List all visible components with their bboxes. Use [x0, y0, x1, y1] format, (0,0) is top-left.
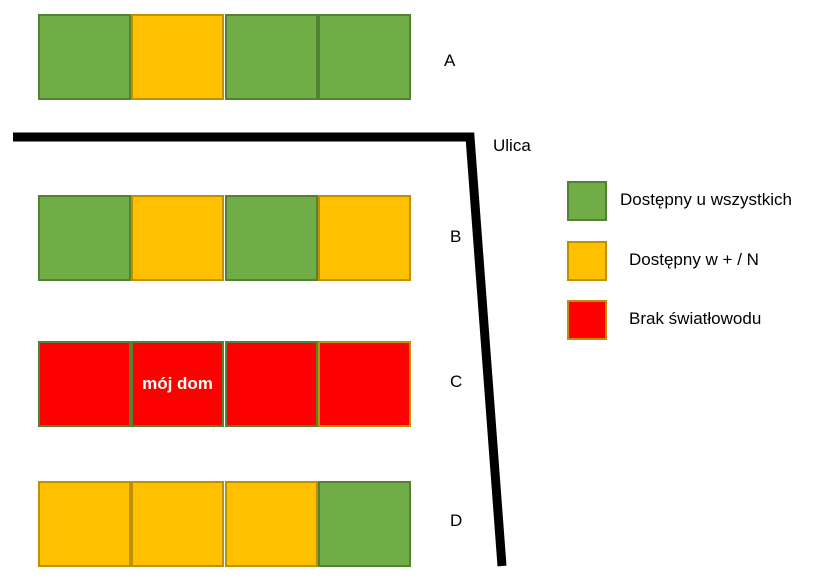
- house-a-3: [225, 14, 318, 100]
- house-row-b: [38, 195, 411, 281]
- row-label-d: D: [450, 511, 463, 530]
- house-a-1: [38, 14, 131, 100]
- house-d-1: [38, 481, 131, 567]
- legend-item-available-partial: Dostępny w + / N: [567, 241, 814, 281]
- house-b-3: [225, 195, 318, 281]
- legend-swatch-green: [567, 181, 607, 221]
- row-label-a: A: [444, 51, 456, 70]
- row-label-b: B: [450, 227, 462, 246]
- house-row-a: [38, 14, 411, 100]
- house-c-1: [38, 341, 131, 427]
- legend-swatch-yellow: [567, 241, 607, 281]
- legend-item-available-all: Dostępny u wszystkich: [567, 181, 814, 221]
- my-home-label: mój dom: [142, 374, 213, 393]
- house-d-2: [131, 481, 224, 567]
- row-label-c: C: [450, 372, 463, 391]
- house-b-2: [131, 195, 224, 281]
- street-label: Ulica: [493, 136, 531, 155]
- house-row-d: [38, 481, 411, 567]
- house-c-4: [318, 341, 411, 427]
- house-row-c: mój dom: [38, 341, 411, 427]
- house-a-4: [318, 14, 411, 100]
- house-d-4: [318, 481, 411, 567]
- legend-item-no-fiber: Brak światłowodu: [567, 300, 814, 340]
- house-d-3: [225, 481, 318, 567]
- house-c-3: [225, 341, 318, 427]
- legend-text: Dostępny u wszystkich: [620, 190, 792, 209]
- legend-swatch-red: [567, 300, 607, 340]
- house-b-4: [318, 195, 411, 281]
- house-c-2-my-home: mój dom: [131, 341, 224, 427]
- house-b-1: [38, 195, 131, 281]
- legend-text: Brak światłowodu: [629, 309, 762, 328]
- house-a-2: [131, 14, 224, 100]
- legend-text: Dostępny w + / N: [629, 250, 759, 269]
